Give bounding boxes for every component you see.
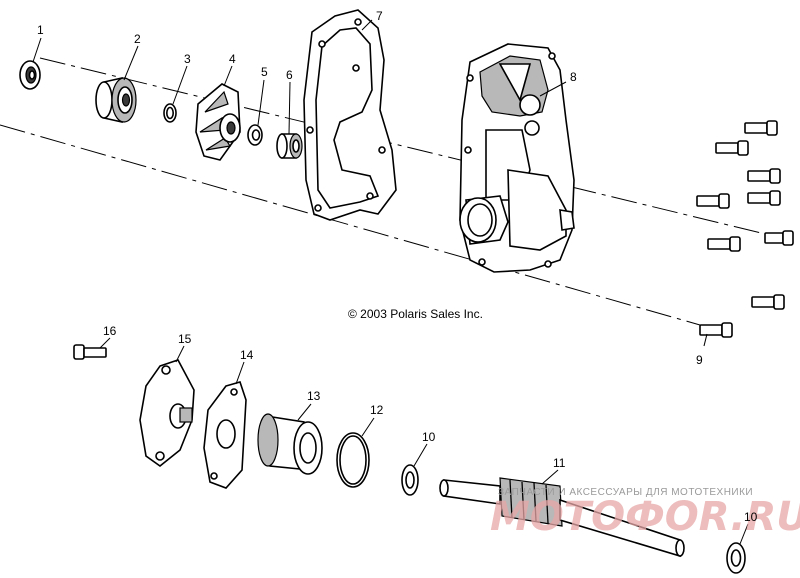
callout-12: 12 xyxy=(370,403,384,417)
part-16-bolt xyxy=(73,344,107,360)
part-2-bearing xyxy=(95,77,137,123)
callout-11: 11 xyxy=(553,456,566,470)
callout-6: 6 xyxy=(286,68,293,82)
leader-lines xyxy=(32,19,749,545)
callout-4: 4 xyxy=(229,52,236,66)
callout-1: 1 xyxy=(37,23,44,37)
callout-7: 7 xyxy=(376,9,383,23)
part-10-washer-upper xyxy=(401,464,419,496)
watermark-logo: МОТОФОR.RU xyxy=(490,494,800,540)
axis-lines xyxy=(0,57,791,326)
part-13-bushing xyxy=(257,413,323,475)
callout-10-upper: 10 xyxy=(422,430,436,444)
part-8-housing xyxy=(459,43,575,273)
part-14-gasket xyxy=(203,381,247,489)
part-11-shaft xyxy=(439,477,685,558)
callout-labels: 1 2 3 4 5 6 7 8 9 10 10 11 12 13 14 15 1… xyxy=(37,9,758,524)
callout-8: 8 xyxy=(570,70,577,84)
part-9-bolts xyxy=(696,120,794,338)
copyright-text: © 2003 Polaris Sales Inc. xyxy=(348,307,483,321)
watermark: МОТОФОR.RU ЗАПЧАСТИ И АКСЕССУАРЫ ДЛЯ МОТ… xyxy=(490,487,800,540)
part-4-impeller xyxy=(195,83,241,161)
callout-15: 15 xyxy=(178,332,192,346)
part-5-washer xyxy=(247,124,263,146)
callout-2: 2 xyxy=(134,32,141,46)
part-1-seal xyxy=(19,60,41,90)
part-15-flange xyxy=(139,359,195,468)
watermark-tagline: ЗАПЧАСТИ И АКСЕССУАРЫ ДЛЯ МОТОТЕХНИКИ xyxy=(498,487,753,498)
part-3-ring xyxy=(163,103,177,123)
part-10-washer-lower xyxy=(726,542,746,574)
callout-13: 13 xyxy=(307,389,321,403)
callout-16: 16 xyxy=(103,324,117,338)
part-12-ring xyxy=(336,432,370,488)
callout-10-lower: 10 xyxy=(744,510,758,524)
callout-14: 14 xyxy=(240,348,254,362)
part-7-gasket xyxy=(303,9,397,221)
callout-9: 9 xyxy=(696,353,703,367)
part-6-sleeve xyxy=(276,133,303,159)
callout-5: 5 xyxy=(261,65,268,79)
callout-3: 3 xyxy=(184,52,191,66)
